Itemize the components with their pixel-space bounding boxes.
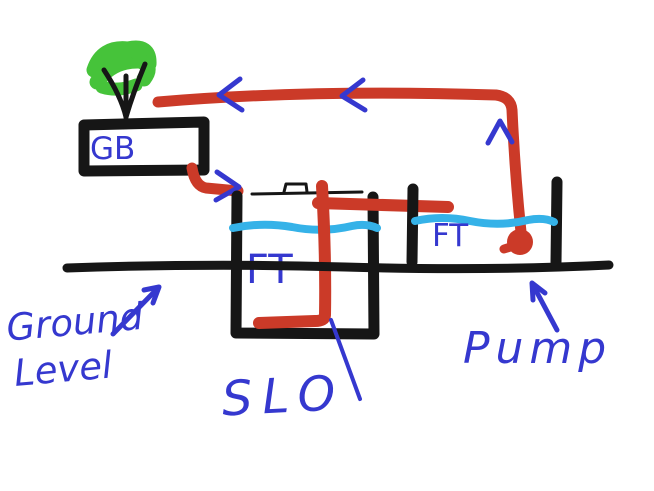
gb-box xyxy=(78,116,210,177)
main-tank-water-line xyxy=(229,220,381,234)
pump-arrowhead-icon xyxy=(529,280,548,303)
flow-arrow-up-icon xyxy=(485,118,515,146)
ground-line xyxy=(62,260,614,274)
drop-pipe xyxy=(253,180,332,329)
flow-arrow-left-icon xyxy=(339,77,368,113)
gb-outlet-pipe xyxy=(186,162,244,197)
main-tank-rim-notch xyxy=(282,182,309,194)
ground-level-label-line2: Level xyxy=(12,343,114,394)
pump-stub-pipe xyxy=(499,240,522,254)
right-tank-label: FT xyxy=(432,218,469,254)
slo-label: SLO xyxy=(220,365,346,427)
top-pipe xyxy=(152,87,527,238)
right-tank-left-wall xyxy=(406,183,419,268)
tree-foliage-stroke xyxy=(95,78,143,96)
flow-arrow-left-icon xyxy=(216,76,245,113)
tree xyxy=(86,40,157,120)
right-tank-water-line xyxy=(411,214,558,228)
tree-foliage-stroke xyxy=(101,41,143,62)
pump-label: Pump xyxy=(463,323,612,374)
flow-arrow-right-icon xyxy=(213,169,242,203)
gb-label: GB xyxy=(90,131,135,167)
transfer-pipe xyxy=(312,197,454,213)
slo-pointer-line xyxy=(329,318,362,401)
ground-level-arrow xyxy=(110,285,161,337)
ground-level-arrowhead-icon xyxy=(141,284,162,306)
pump-arrow xyxy=(530,282,560,333)
tree-trunk xyxy=(123,61,148,120)
